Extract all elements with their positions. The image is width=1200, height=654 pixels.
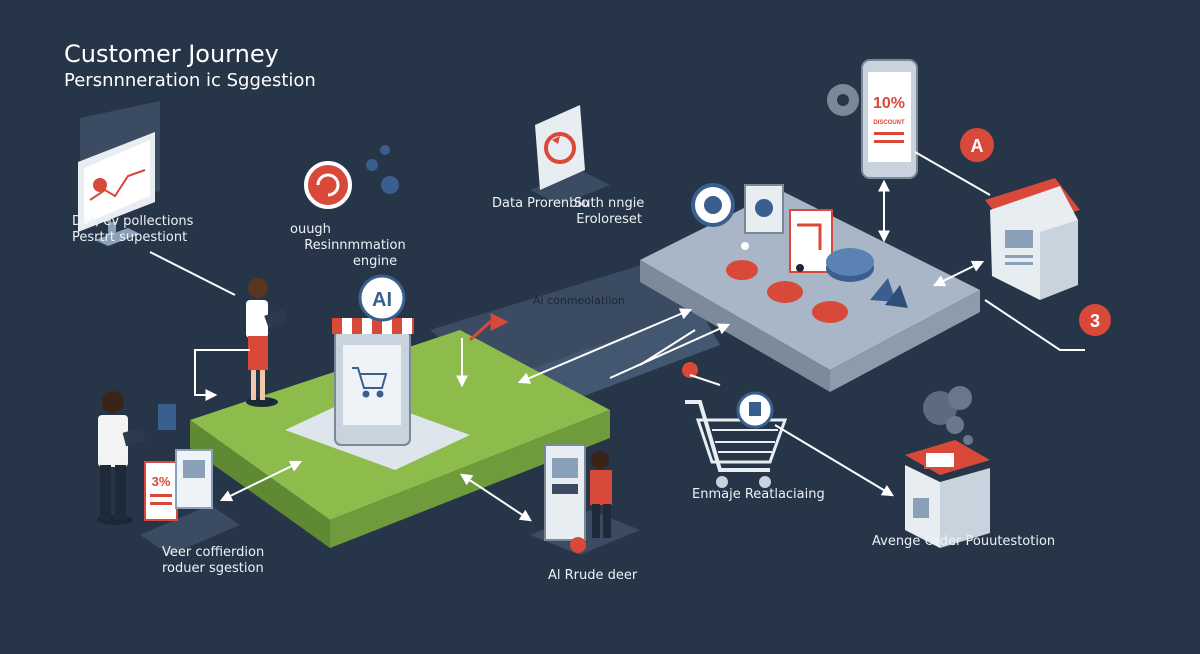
arrow-connection (517, 308, 693, 384)
arrow-platform-to-signs (219, 460, 303, 502)
label-recommendation-engine: ouugh Resinnmmation engine (290, 222, 420, 270)
label-line: roduer sgestion (162, 561, 264, 576)
gear-icon (93, 178, 107, 192)
label-line: Resinnmmation (304, 238, 406, 253)
storefront (985, 178, 1080, 300)
label-line: ouugh (290, 222, 331, 237)
svg-text:AI: AI (372, 289, 392, 311)
label-single-enhancer: Suth nngie Eroloreset (574, 196, 644, 228)
heart-icon (726, 260, 758, 280)
svg-text:3: 3 (1090, 311, 1100, 331)
self-service-terminal (530, 444, 640, 555)
flow-arrows (194, 151, 1085, 522)
svg-text:10%: 10% (873, 95, 905, 112)
svg-text:A: A (971, 136, 984, 156)
label-line: Dat, ev pollections (72, 214, 194, 229)
arrow-platform-store (932, 260, 985, 287)
analytics-monitor (78, 100, 160, 246)
label-line: Eroloreset (576, 212, 643, 227)
woman-with-tablet (246, 278, 288, 407)
page-subtitle: Persnnneration ic Sggestion (64, 70, 316, 91)
recommendation-engine-icons (304, 145, 399, 209)
label-line: engine (352, 254, 398, 269)
label-user-collection: Veer coffierdion roduer sgestion (162, 545, 264, 577)
label-data-collections: Dat, ev pollections Pesrtrt supestiont (72, 214, 193, 246)
arrow-up-icon (767, 281, 803, 303)
label-enable-retargeting: Enmaje Reatlaciaing (692, 487, 825, 502)
arrow-band-to-cart (639, 329, 696, 366)
arrow-platform-badge3 (984, 299, 1085, 351)
label-average-order: Avenge Order Pouutestotion (872, 534, 1056, 549)
arrow-cart-to-box (774, 424, 895, 497)
page-title: Customer Journey (64, 40, 279, 68)
discount-tablet: 10% DISCOUNT (827, 59, 918, 179)
arrow-cart-to-terminal (689, 374, 721, 386)
shopping-cart (682, 362, 788, 488)
ai-badge: AI (358, 274, 406, 322)
badge-a: A (960, 128, 994, 162)
label-data-processing: Data Prorenbio (492, 196, 589, 211)
gear-icon (366, 159, 378, 171)
cart-icon (352, 367, 388, 398)
platform-devices (691, 183, 908, 323)
label-line: Suth nngie (574, 196, 645, 211)
arrow-woman-to-platform (194, 349, 250, 401)
promotion-signs: 3% (140, 404, 240, 555)
man-with-tablet (97, 391, 146, 525)
cloud-icon (755, 199, 773, 217)
target-icon (570, 537, 586, 553)
data-processing-device (530, 105, 610, 205)
gear-icon (380, 145, 390, 155)
label-line: Veer coffierdion (162, 545, 265, 560)
label-ai-connection: Al conmeoiatiion (533, 294, 625, 307)
label-line: Pesrtrt supestiont (72, 230, 188, 245)
label-ai-product-finder: Al Rrude deer (548, 568, 638, 583)
sync-icon (544, 132, 576, 164)
puzzle-icon (812, 301, 848, 323)
arrow-red-connector (468, 313, 509, 342)
order-box (905, 386, 990, 548)
gear-icon (381, 176, 399, 194)
arrow-to-gray-platform (609, 323, 731, 379)
refresh-icon (304, 161, 352, 209)
arrow-monitor-to-woman (149, 251, 236, 296)
svg-text:DISCOUNT: DISCOUNT (873, 120, 905, 126)
svg-text:3%: 3% (152, 474, 171, 489)
arrow-platform-to-terminal (459, 473, 533, 522)
arrow-tablet-store (914, 151, 991, 196)
gray-platform (640, 190, 980, 392)
badge-3: 3 (1079, 304, 1111, 336)
store-kiosk (285, 318, 470, 470)
